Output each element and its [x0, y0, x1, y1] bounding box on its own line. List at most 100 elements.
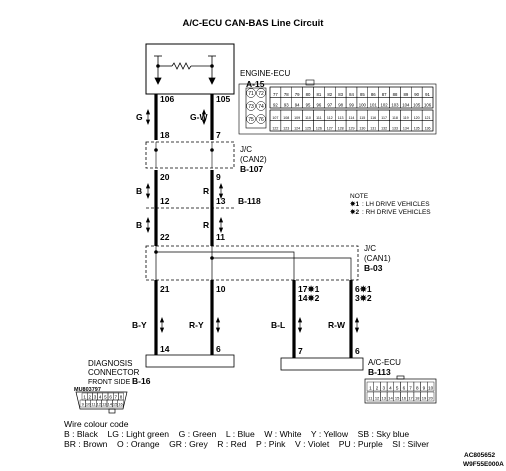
acecu-pin-7: 7	[409, 385, 412, 390]
diag-pin-7: 7	[115, 394, 118, 399]
ecu-pin-73: 73	[248, 104, 254, 110]
ecu-pin-80: 80	[306, 92, 311, 97]
acecu-label: A/C-ECU	[368, 358, 401, 367]
legend-line-2: BR : Brown O : Orange GR : Grey R : Red …	[64, 439, 429, 449]
diag-pin-16-cell	[117, 399, 124, 408]
ecu-pin-127: 127	[327, 126, 333, 130]
jc-can1-label: J/C	[364, 244, 376, 253]
ecu-pin-133: 133	[392, 126, 398, 130]
pin-14-rh: 14✵2	[298, 293, 320, 303]
ecu-pin-84: 84	[349, 92, 354, 97]
acecu-pin-17: 17	[408, 395, 413, 400]
acecu-pin-10-cell	[427, 381, 435, 392]
wire-color-r-lower: R	[203, 220, 209, 230]
ecu-pin-92: 92	[273, 102, 278, 107]
diag-pin-6: 6	[109, 394, 112, 399]
acecu-ref: B-113	[368, 367, 391, 377]
diagram-title: A/C-ECU CAN-BAS Line Circuit	[183, 18, 325, 29]
ecu-pin-132: 132	[381, 126, 387, 130]
ecu-pin-85: 85	[360, 92, 365, 97]
acecu-pin-10: 10	[428, 385, 434, 390]
ecu-pin-103: 103	[391, 102, 399, 107]
diag-pin-9: 9	[82, 401, 85, 406]
pin-11: 11	[216, 232, 225, 242]
diagnosis-part-number: MU803797	[74, 387, 101, 393]
ecu-pin-73-circle	[246, 101, 256, 111]
acecu-pin-1: 1	[369, 385, 372, 390]
ecu-pin-125: 125	[305, 126, 311, 130]
ecu-pin-81: 81	[317, 92, 322, 97]
can-bus-wires	[154, 94, 353, 358]
diag-pin-10: 10	[86, 401, 91, 406]
wire-color-b-l: B-L	[271, 320, 285, 330]
ecu-pin-71: 71	[248, 91, 254, 97]
acecu-pin-12: 12	[375, 395, 380, 400]
jc-can2-ref: B-107	[240, 164, 263, 174]
legend-heading: Wire colour code	[64, 419, 129, 429]
pin-9: 9	[216, 172, 221, 182]
ecu-pin-101: 101	[370, 102, 378, 107]
ecu-pin-122: 122	[272, 126, 278, 130]
wire-color-g: G	[136, 112, 143, 122]
acecu-connector-icon	[364, 375, 437, 404]
ecu-pin-79: 79	[295, 92, 300, 97]
ecu-pin-75: 75	[248, 117, 254, 123]
acecu-pin-16: 16	[402, 395, 407, 400]
ecu-pin-97: 97	[327, 102, 332, 107]
note-lh-drive: : LH DRIVE VEHICLES	[362, 201, 430, 208]
note-title: NOTE	[350, 193, 369, 200]
ecu-pin-74: 74	[258, 104, 264, 110]
acecu-pin-15: 15	[395, 395, 400, 400]
pin-13: 13	[216, 196, 226, 206]
wire-color-r-y: R-Y	[189, 320, 204, 330]
ecu-pin-119: 119	[403, 116, 409, 120]
ecu-pin-99: 99	[349, 102, 354, 107]
figure-code: AC805652	[464, 452, 495, 459]
jc-can2-sub: (CAN2)	[240, 155, 267, 164]
ecu-pin-131: 131	[370, 126, 376, 130]
pin-106: 106	[160, 94, 174, 104]
ecu-pin-76: 76	[258, 117, 264, 123]
pin-22: 22	[160, 232, 170, 242]
diag-pin-14: 14	[107, 401, 112, 406]
ecu-pin-124: 124	[294, 126, 300, 130]
acecu-pin-14: 14	[388, 395, 393, 400]
pin-6-acecu: 6	[355, 346, 360, 356]
wire-color-b-y: B-Y	[132, 320, 147, 330]
diagnosis-connector-box	[145, 354, 235, 368]
ecu-pin-106: 106	[424, 102, 432, 107]
ecu-pin-89: 89	[403, 92, 408, 97]
diagnosis-label-2: CONNECTOR	[88, 368, 140, 377]
ecu-pin-87: 87	[382, 92, 387, 97]
pin-10: 10	[216, 284, 226, 294]
pin-14-diag: 14	[160, 344, 170, 354]
termination-resistor-icon	[154, 55, 216, 85]
diag-pin-13: 13	[102, 401, 107, 406]
figure-code-2: W9F55E000A	[463, 461, 504, 468]
pin-105: 105	[216, 94, 230, 104]
jc-can1-box	[145, 245, 359, 281]
ecu-pin-72-circle	[256, 88, 266, 98]
ecu-pin-117: 117	[381, 116, 387, 120]
ecu-pin-102: 102	[381, 102, 389, 107]
ecu-pin-94: 94	[295, 102, 300, 107]
note-rh-drive: : RH DRIVE VEHICLES	[362, 209, 431, 216]
ecu-pin-107: 107	[272, 116, 278, 120]
pin-7-jc2: 7	[216, 130, 221, 140]
acecu-pin-6: 6	[403, 385, 406, 390]
ecu-pin-128: 128	[338, 126, 344, 130]
acecu-pin-20: 20	[428, 395, 433, 400]
ecu-pin-75-circle	[246, 114, 256, 124]
pin-7-acecu: 7	[298, 346, 303, 356]
pin-18: 18	[160, 130, 170, 140]
ecu-pin-130: 130	[359, 126, 365, 130]
acecu-pin-4: 4	[389, 385, 392, 390]
ecu-pin-116: 116	[370, 116, 376, 120]
ecu-pin-88: 88	[393, 92, 398, 97]
pin-3-rh: 3✵2	[355, 293, 372, 303]
ecu-pin-136-cell	[421, 120, 434, 132]
jc-can1-sub: (CAN1)	[364, 254, 391, 263]
ecu-pin-115: 115	[359, 116, 365, 120]
